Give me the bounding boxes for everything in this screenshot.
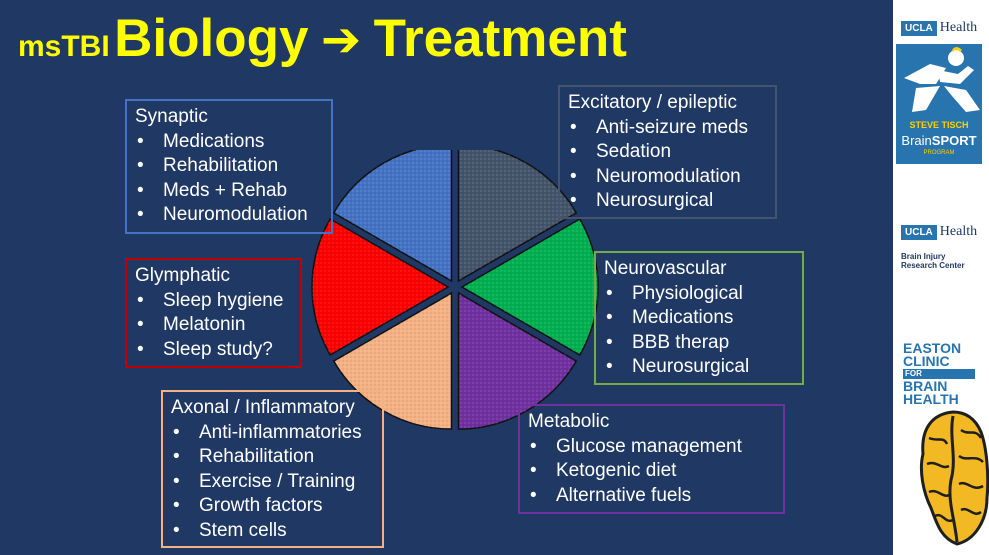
- list-item: Ketogenic diet: [528, 459, 775, 484]
- glymphatic-list: Sleep hygiene Melatonin Sleep study?: [135, 289, 292, 363]
- list-item: Neuromodulation: [568, 165, 767, 190]
- brainsport-logo: STEVE TISCH BrainSPORT PROGRAM: [896, 44, 982, 164]
- birc-logo: Brain Injury Research Center: [901, 252, 965, 270]
- easton-line-3: BRAIN: [903, 378, 948, 394]
- neurovascular-header: Neurovascular: [604, 258, 727, 279]
- list-item: Anti-seizure meds: [568, 116, 767, 141]
- easton-line-4: HEALTH: [903, 391, 959, 407]
- list-item: Alternative fuels: [528, 484, 775, 509]
- list-item: Meds + Rehab: [135, 179, 323, 204]
- slide-title: msTBI Biology ➔ Treatment: [18, 8, 627, 69]
- logo-sidebar: UCLA Health STEVE TISCH BrainSPORT PROGR…: [893, 0, 989, 555]
- list-item: Melatonin: [135, 313, 292, 338]
- list-item: Medications: [135, 130, 323, 155]
- title-biology: Biology: [114, 9, 309, 68]
- arrow-icon: ➔: [320, 14, 362, 67]
- birc-line-1: Brain Injury: [901, 252, 946, 261]
- title-prefix: msTBI: [18, 30, 110, 63]
- synaptic-box: Synaptic Medications Rehabilitation Meds…: [125, 99, 333, 234]
- easton-for: FOR: [903, 369, 975, 379]
- ucla-health-logo: UCLA Health: [901, 20, 977, 36]
- excitatory-box: Excitatory / epileptic Anti-seizure meds…: [558, 85, 777, 219]
- list-item: Anti-inflammatories: [171, 421, 374, 446]
- brainsport-label: BrainSPORT: [896, 133, 982, 148]
- metabolic-box: Metabolic Glucose management Ketogenic d…: [518, 404, 785, 514]
- pie-chart: [311, 150, 599, 430]
- list-item: Sedation: [568, 140, 767, 165]
- pie-slice-texture: [458, 293, 577, 430]
- sport-label: SPORT: [931, 133, 977, 148]
- excitatory-list: Anti-seizure meds Sedation Neuromodulati…: [568, 116, 767, 214]
- list-item: Exercise / Training: [171, 470, 374, 495]
- pie-slice-texture: [462, 219, 598, 355]
- metabolic-list: Glucose management Ketogenic diet Altern…: [528, 435, 775, 509]
- list-item: Neurosurgical: [568, 189, 767, 214]
- steve-tisch-label: STEVE TISCH: [909, 120, 969, 130]
- list-item: Neuromodulation: [135, 203, 323, 228]
- list-item: Rehabilitation: [135, 154, 323, 179]
- synaptic-list: Medications Rehabilitation Meds + Rehab …: [135, 130, 323, 228]
- pie-slice-texture: [333, 150, 452, 281]
- easton-clinic-logo: EASTON CLINIC FOR BRAIN HEALTH: [903, 340, 975, 407]
- pie-slice-texture: [458, 150, 577, 281]
- pie-slice-texture: [333, 293, 452, 430]
- list-item: Growth factors: [171, 494, 374, 519]
- title-treatment: Treatment: [373, 9, 627, 68]
- brain-label: Brain: [901, 133, 932, 148]
- neurovascular-list: Physiological Medications BBB therap Neu…: [604, 282, 794, 380]
- axonal-header: Axonal / Inflammatory: [171, 397, 355, 418]
- program-label: PROGRAM: [923, 150, 955, 156]
- slide: msTBI Biology ➔ Treatment Synaptic Medic…: [0, 0, 893, 555]
- list-item: BBB therap: [604, 331, 794, 356]
- runner-icon: [904, 47, 980, 112]
- ucla-tag: UCLA: [901, 224, 937, 240]
- synaptic-header: Synaptic: [135, 106, 208, 127]
- neurovascular-box: Neurovascular Physiological Medications …: [594, 251, 804, 385]
- excitatory-header: Excitatory / epileptic: [568, 92, 737, 113]
- pie-slice-texture: [312, 219, 448, 355]
- list-item: Physiological: [604, 282, 794, 307]
- glymphatic-header: Glymphatic: [135, 265, 231, 286]
- ucla-tag: UCLA: [901, 20, 937, 36]
- axonal-list: Anti-inflammatories Rehabilitation Exerc…: [171, 421, 374, 544]
- list-item: Stem cells: [171, 519, 374, 544]
- list-item: Neurosurgical: [604, 355, 794, 380]
- brain-icon: [919, 410, 989, 546]
- ucla-health-logo-2: UCLA Health: [901, 224, 977, 240]
- metabolic-header: Metabolic: [528, 411, 610, 432]
- ucla-health-label: Health: [939, 20, 978, 35]
- easton-line-2: CLINIC: [903, 353, 950, 369]
- list-item: Medications: [604, 306, 794, 331]
- list-item: Rehabilitation: [171, 445, 374, 470]
- list-item: Glucose management: [528, 435, 775, 460]
- list-item: Sleep hygiene: [135, 289, 292, 314]
- birc-line-2: Research Center: [901, 261, 965, 270]
- axonal-box: Axonal / Inflammatory Anti-inflammatorie…: [161, 390, 384, 548]
- list-item: Sleep study?: [135, 338, 292, 363]
- easton-line-1: EASTON: [903, 340, 962, 356]
- glymphatic-box: Glymphatic Sleep hygiene Melatonin Sleep…: [125, 258, 302, 368]
- ucla-health-label: Health: [939, 224, 978, 239]
